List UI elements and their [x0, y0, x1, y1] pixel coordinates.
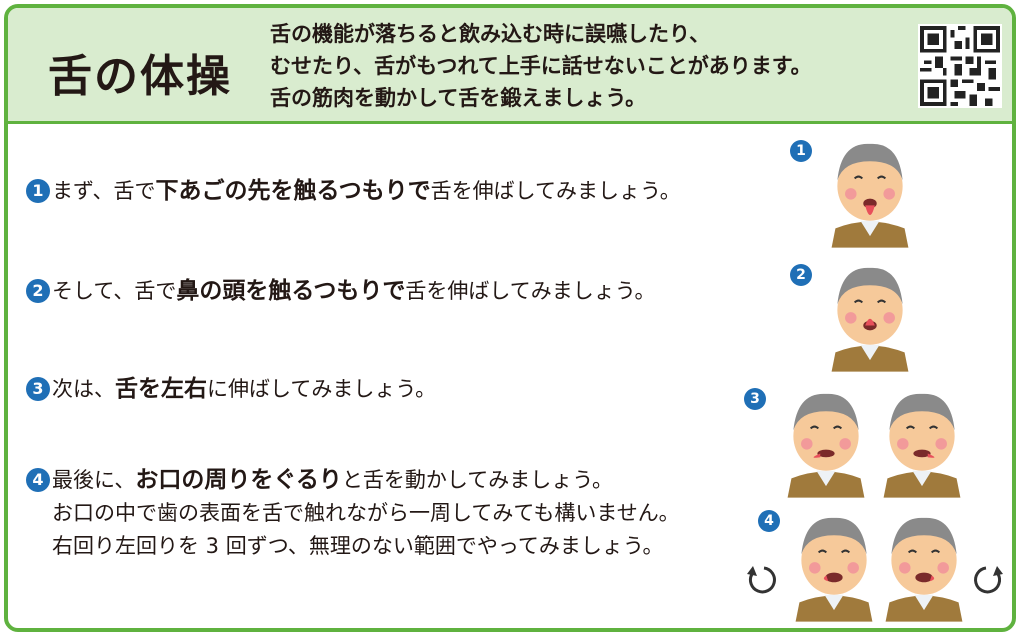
header: 舌の体操 舌の機能が落ちると飲み込む時に誤嚥したり、 むせたり、舌がもつれて上手… — [8, 8, 1012, 124]
step-number-badge: 1 — [26, 179, 50, 203]
intro-line: 舌の筋肉を動かして舌を鍛えましょう。 — [270, 86, 647, 110]
elderly-man-tongue-circle-left-illustration — [795, 517, 873, 622]
picture-number-badge: 1 — [790, 140, 812, 162]
step-number-badge: 2 — [26, 279, 50, 303]
intro-text: 舌の機能が落ちると飲み込む時に誤嚥したり、 むせたり、舌がもつれて上手に話せない… — [270, 18, 890, 114]
elderly-man-tongue-circle-right-illustration — [885, 517, 963, 622]
exercise-card: 舌の体操 舌の機能が落ちると飲み込む時に誤嚥したり、 むせたり、舌がもつれて上手… — [4, 4, 1016, 632]
step-number-badge: 3 — [26, 377, 50, 401]
intro-line: 舌の機能が落ちると飲み込む時に誤嚥したり、 — [270, 22, 711, 46]
qr-code-icon[interactable] — [918, 24, 1002, 108]
elderly-man-tongue-right-illustration — [883, 393, 961, 498]
page-title: 舌の体操 — [48, 51, 232, 102]
intro-line: むせたり、舌がもつれて上手に話せないことがあります。 — [270, 54, 812, 78]
picture-number-badge: 3 — [744, 388, 766, 410]
picture-number-badge: 2 — [790, 264, 812, 286]
step-4-detail: 右回り左回りを 3 回ずつ、無理のない範囲でやってみましょう。 — [52, 534, 664, 558]
elderly-man-tongue-up-illustration — [831, 267, 909, 372]
elderly-man-tongue-left-illustration — [787, 393, 865, 498]
elderly-man-tongue-down-illustration — [831, 143, 909, 248]
step-number-badge: 4 — [26, 468, 50, 492]
counterclockwise-arrow-icon — [747, 566, 776, 594]
clockwise-arrow-icon — [974, 566, 1003, 594]
step-4-detail: お口の中で歯の表面を舌で触れながら一周してみても構いません。 — [52, 501, 680, 525]
picture-number-badge: 4 — [758, 510, 780, 532]
